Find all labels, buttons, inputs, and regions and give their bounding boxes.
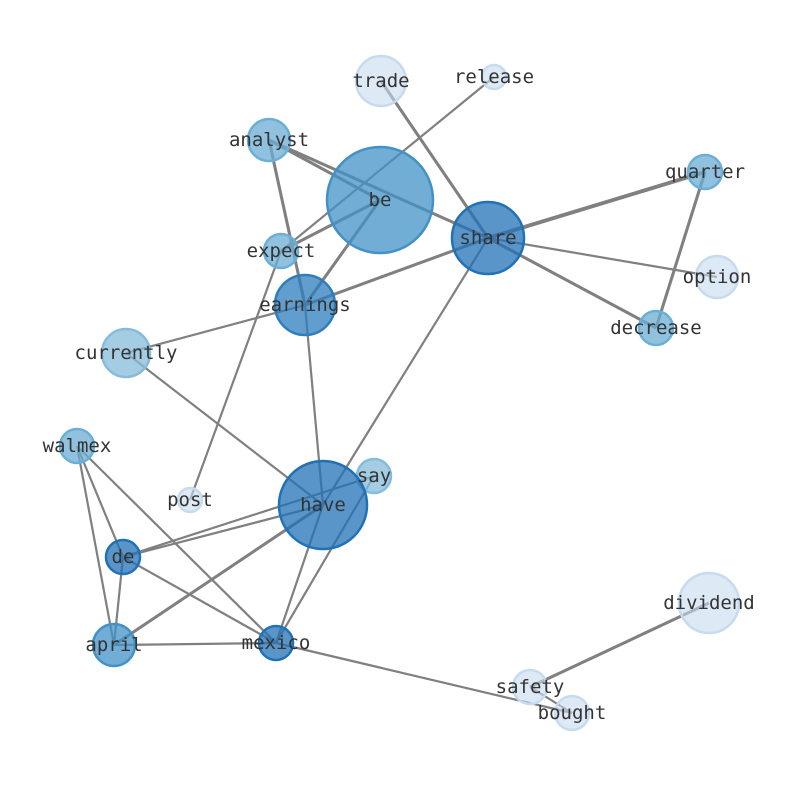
node-label-analyst: analyst — [229, 129, 309, 151]
node-label-be: be — [369, 189, 392, 211]
node-label-april: april — [85, 634, 142, 656]
edge-dividend-safety — [529, 601, 710, 689]
node-label-have: have — [300, 494, 346, 516]
node-label-expect: expect — [247, 240, 316, 262]
node-earnings[interactable] — [273, 273, 337, 337]
node-april[interactable] — [91, 622, 137, 668]
node-label-mexico: mexico — [242, 632, 311, 654]
node-be[interactable] — [325, 145, 435, 255]
node-label-earnings: earnings — [259, 294, 351, 316]
node-mexico[interactable] — [257, 624, 295, 662]
node-label-share: share — [459, 227, 516, 249]
edge-share-have — [322, 237, 489, 506]
node-label-safety: safety — [496, 676, 565, 698]
nodes — [58, 54, 741, 732]
edge-quarter-decrease — [654, 171, 707, 329]
labels: trade release analyst be quarter share expect o… — [43, 66, 755, 724]
node-quarter[interactable] — [686, 153, 724, 191]
node-dividend[interactable] — [677, 571, 741, 635]
edge-expect-post — [188, 250, 283, 501]
node-decrease[interactable] — [637, 309, 675, 347]
node-label-dividend: dividend — [663, 592, 755, 614]
node-walmex[interactable] — [58, 427, 96, 465]
edge-de-mexico — [122, 556, 277, 644]
node-expect[interactable] — [262, 232, 300, 270]
edge-share-option — [487, 236, 718, 279]
edge-walmex-april — [75, 445, 116, 646]
node-currently[interactable] — [100, 327, 152, 379]
node-label-de: de — [112, 546, 135, 568]
node-post[interactable] — [176, 486, 204, 514]
node-label-currently: currently — [75, 342, 178, 364]
node-label-trade: trade — [352, 70, 409, 92]
node-have[interactable] — [277, 459, 369, 551]
edge-walmex-de — [75, 445, 125, 558]
node-label-release: release — [454, 66, 534, 88]
edge-walmex-mexico — [76, 445, 277, 644]
edge-april-mexico — [113, 641, 277, 647]
node-release[interactable] — [480, 63, 508, 91]
node-safety[interactable] — [511, 668, 549, 706]
node-label-decrease: decrease — [610, 317, 702, 339]
node-label-walmex: walmex — [43, 435, 112, 457]
node-share[interactable] — [450, 200, 526, 276]
node-label-bought: bought — [538, 702, 607, 724]
node-label-say: say — [357, 465, 391, 487]
node-label-post: post — [167, 489, 213, 511]
node-analyst[interactable] — [246, 117, 292, 163]
node-label-option: option — [683, 266, 752, 288]
node-label-quarter: quarter — [665, 161, 745, 183]
node-bought[interactable] — [553, 694, 591, 732]
node-option[interactable] — [694, 254, 740, 300]
edge-share-quarter — [487, 170, 706, 240]
node-trade[interactable] — [354, 54, 408, 108]
node-de[interactable] — [104, 538, 142, 576]
